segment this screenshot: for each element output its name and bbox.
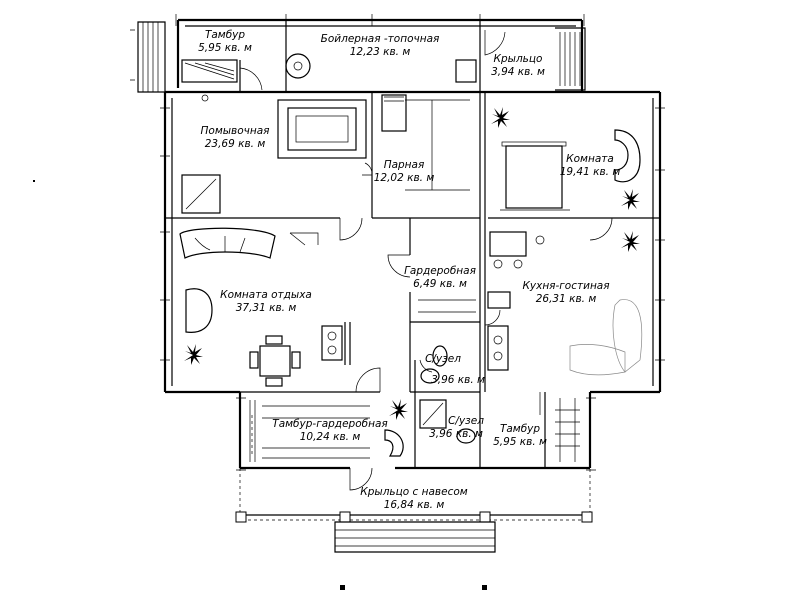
room-name-wardrobe: Гардеробная [404, 265, 476, 277]
doors [239, 30, 613, 491]
room-name-wc1: С/узел [425, 353, 461, 365]
room-area-wc1: 3,96 кв. м [431, 374, 485, 386]
room-area-tambur-wardrobe: 10,24 кв. м [300, 431, 361, 443]
room-name-boiler: Бойлерная -топочная [321, 33, 440, 45]
room-area-porch-canopy: 16,84 кв. м [384, 499, 445, 511]
room-name-porch-canopy: Крыльцо с навесом [360, 486, 467, 498]
room-name-tambur-top: Тамбур [205, 29, 245, 41]
furniture [179, 53, 643, 462]
room-name-wc2: С/узел [448, 415, 484, 427]
room-name-wash: Помывочная [201, 125, 270, 137]
room-name-kitchen: Кухня-гостиная [522, 280, 609, 292]
interior-walls [165, 20, 660, 468]
room-area-kitchen: 26,31 кв. м [536, 293, 597, 305]
room-name-steam: Парная [384, 159, 425, 171]
room-area-tambur-bottom: 5,95 кв. м [493, 436, 547, 448]
room-name-room: Комната [566, 153, 614, 165]
room-area-steam: 12,02 кв. м [374, 172, 435, 184]
room-area-wc2: 3,96 кв. м [429, 428, 483, 440]
marker-left [340, 585, 345, 590]
steps-top-left [130, 21, 166, 93]
room-area-rest: 37,31 кв. м [236, 302, 297, 314]
room-area-porch-top: 3,94 кв. м [491, 66, 545, 78]
room-name-tambur-wardrobe: Тамбур-гардеробная [272, 418, 387, 430]
room-area-boiler: 12,23 кв. м [350, 46, 411, 58]
room-area-room: 19,41 кв. м [560, 166, 621, 178]
dot-marker [33, 180, 35, 182]
room-area-tambur-top: 5,95 кв. м [198, 42, 252, 54]
room-area-wash: 23,69 кв. м [205, 138, 266, 150]
room-labels: Тамбур 5,95 кв. м Бойлерная -топочная 12… [198, 29, 620, 511]
porch-steps-top [555, 27, 586, 91]
plant-icons [184, 107, 640, 420]
marker-right [482, 585, 487, 590]
room-area-wardrobe: 6,49 кв. м [413, 278, 467, 290]
room-name-tambur-bottom: Тамбур [500, 423, 540, 435]
outer-walls [163, 18, 662, 470]
porch-canopy [235, 468, 593, 553]
room-name-rest: Комната отдыха [220, 289, 312, 301]
room-name-porch-top: Крыльцо [494, 53, 543, 65]
